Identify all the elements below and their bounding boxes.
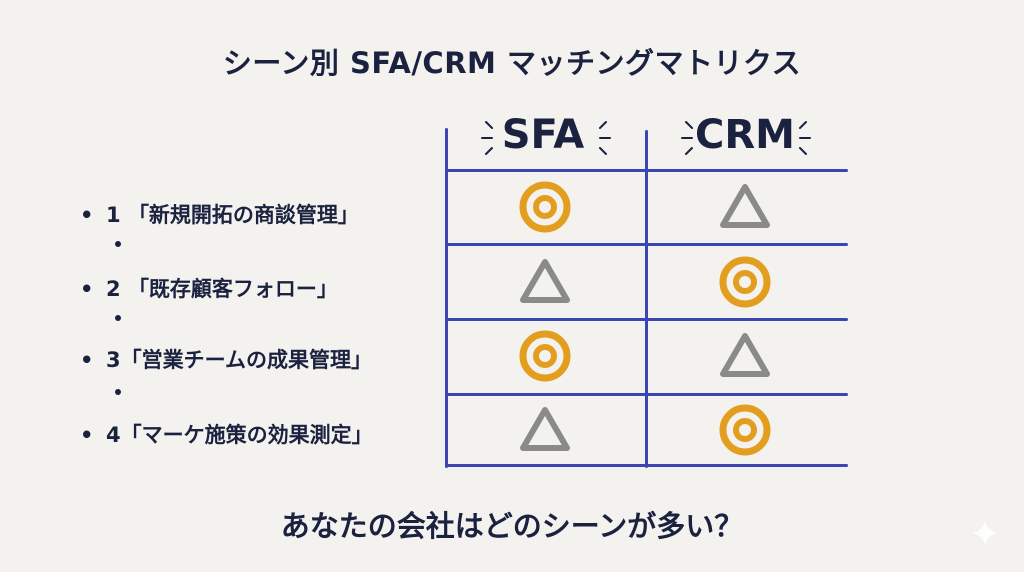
scene-number: 4 (106, 423, 121, 447)
grid-line (446, 464, 848, 467)
grid-line (446, 243, 848, 246)
grid-line (446, 393, 848, 396)
double-circle-mark-icon (719, 404, 771, 456)
column-header-crm: CRM (695, 112, 795, 158)
scene-item: •2 「既存顧客フォロー」 (80, 277, 338, 301)
triangle-mark-icon (720, 333, 770, 377)
grid-line (446, 318, 848, 321)
emphasis-rays-icon (481, 121, 611, 155)
scene-label: 「既存顧客フォロー」 (127, 277, 338, 301)
scene-number: 1 (106, 203, 121, 227)
grid-line (445, 128, 448, 468)
grid-line (645, 130, 648, 468)
scene-number: 2 (106, 277, 121, 301)
double-circle-mark-icon (519, 330, 571, 382)
bullet-dot (115, 389, 121, 395)
scene-item: •1 「新規開拓の商談管理」 (80, 203, 359, 227)
double-circle-mark-icon (719, 256, 771, 308)
scene-item: •3「営業チームの成果管理」 (80, 348, 372, 372)
scene-label: 「マーケ施策の効果測定」 (120, 423, 373, 447)
scene-label: 「営業チームの成果管理」 (120, 348, 372, 372)
page-title: シーン別 SFA/CRM マッチングマトリクス (222, 46, 802, 80)
column-header-sfa: SFA (501, 112, 585, 158)
bullet-dot (115, 315, 121, 321)
triangle-mark-icon (520, 407, 570, 451)
bullet-dot (115, 241, 121, 247)
triangle-mark-icon (520, 259, 570, 303)
sparkle-icon (972, 520, 998, 546)
grid-line (446, 169, 848, 172)
scene-number: 3 (106, 348, 121, 372)
scene-label: 「新規開拓の商談管理」 (127, 203, 359, 227)
triangle-mark-icon (720, 184, 770, 228)
double-circle-mark-icon (519, 181, 571, 233)
scene-item: •4「マーケ施策の効果測定」 (80, 423, 373, 447)
emphasis-rays-icon (681, 121, 811, 155)
closing-question: あなたの会社はどのシーンが多い？ (280, 509, 744, 543)
